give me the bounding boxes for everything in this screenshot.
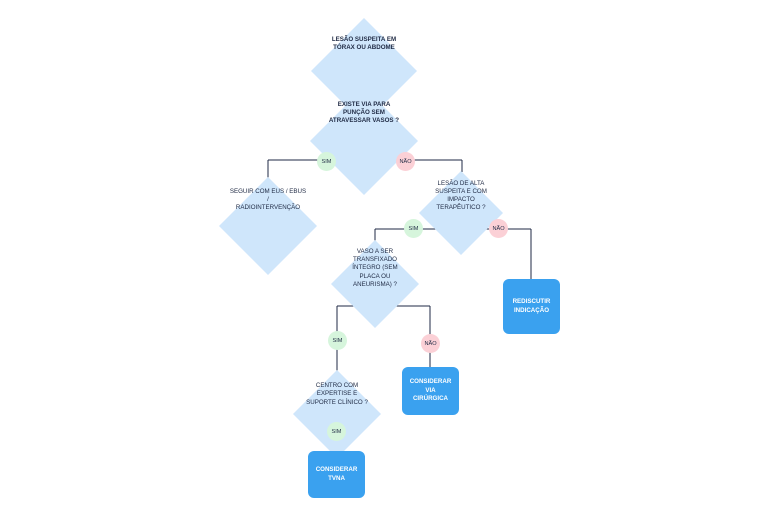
suspicion-question-label: LESÃO DE ALTA SUSPEITA E COM IMPACTO TER… (435, 179, 487, 212)
start-node: LESÃO SUSPEITA EM TÓRAX OU ABDOME (311, 18, 417, 124)
no-label-suspicion: NÃO (489, 219, 508, 238)
yes-label-route: SIM (317, 152, 336, 171)
no-label-route: NÃO (396, 152, 415, 171)
eus-node: SEGUIR COM EUS / EBUS / RADIOINTERVENÇÃO (219, 177, 317, 275)
yes-label-suspicion: SIM (404, 219, 423, 238)
rediscutir-box: REDISCUTIR INDICAÇÃO (503, 279, 560, 334)
route-question-node: EXISTE VIA PARA PUNÇÃO SEM ATRAVESSAR VA… (310, 87, 418, 195)
yes-label-center: SIM (327, 422, 346, 441)
surgical-box: CONSIDERAR VIA CIRÚRGICA (402, 367, 459, 415)
route-question-label: EXISTE VIA PARA PUNÇÃO SEM ATRAVESSAR VA… (328, 100, 400, 125)
tvna-box: CONSIDERAR TVNA (308, 451, 365, 498)
no-label-vessel: NÃO (421, 334, 440, 353)
diamond-shape (419, 171, 503, 255)
diamond-shape (293, 370, 381, 458)
vessel-question-node: VASO A SER TRANSFIXADO ÍNTEGRO (SEM PLAC… (331, 240, 419, 328)
center-question-label: CENTRO COM EXPERTISE E SUPORTE CLÍNICO ? (306, 382, 368, 406)
suspicion-question-node: LESÃO DE ALTA SUSPEITA E COM IMPACTO TER… (419, 171, 503, 255)
start-node-label: LESÃO SUSPEITA EM TÓRAX OU ABDOME (331, 35, 397, 51)
diamond-shape (310, 87, 418, 195)
yes-label-vessel: SIM (328, 331, 347, 350)
eus-node-label: SEGUIR COM EUS / EBUS / RADIOINTERVENÇÃO (229, 187, 307, 212)
center-question-node: CENTRO COM EXPERTISE E SUPORTE CLÍNICO ? (293, 370, 381, 458)
diamond-shape (219, 177, 317, 275)
diamond-shape (311, 18, 417, 124)
vessel-question-label: VASO A SER TRANSFIXADO ÍNTEGRO (SEM PLAC… (352, 248, 398, 288)
diamond-shape (331, 240, 419, 328)
